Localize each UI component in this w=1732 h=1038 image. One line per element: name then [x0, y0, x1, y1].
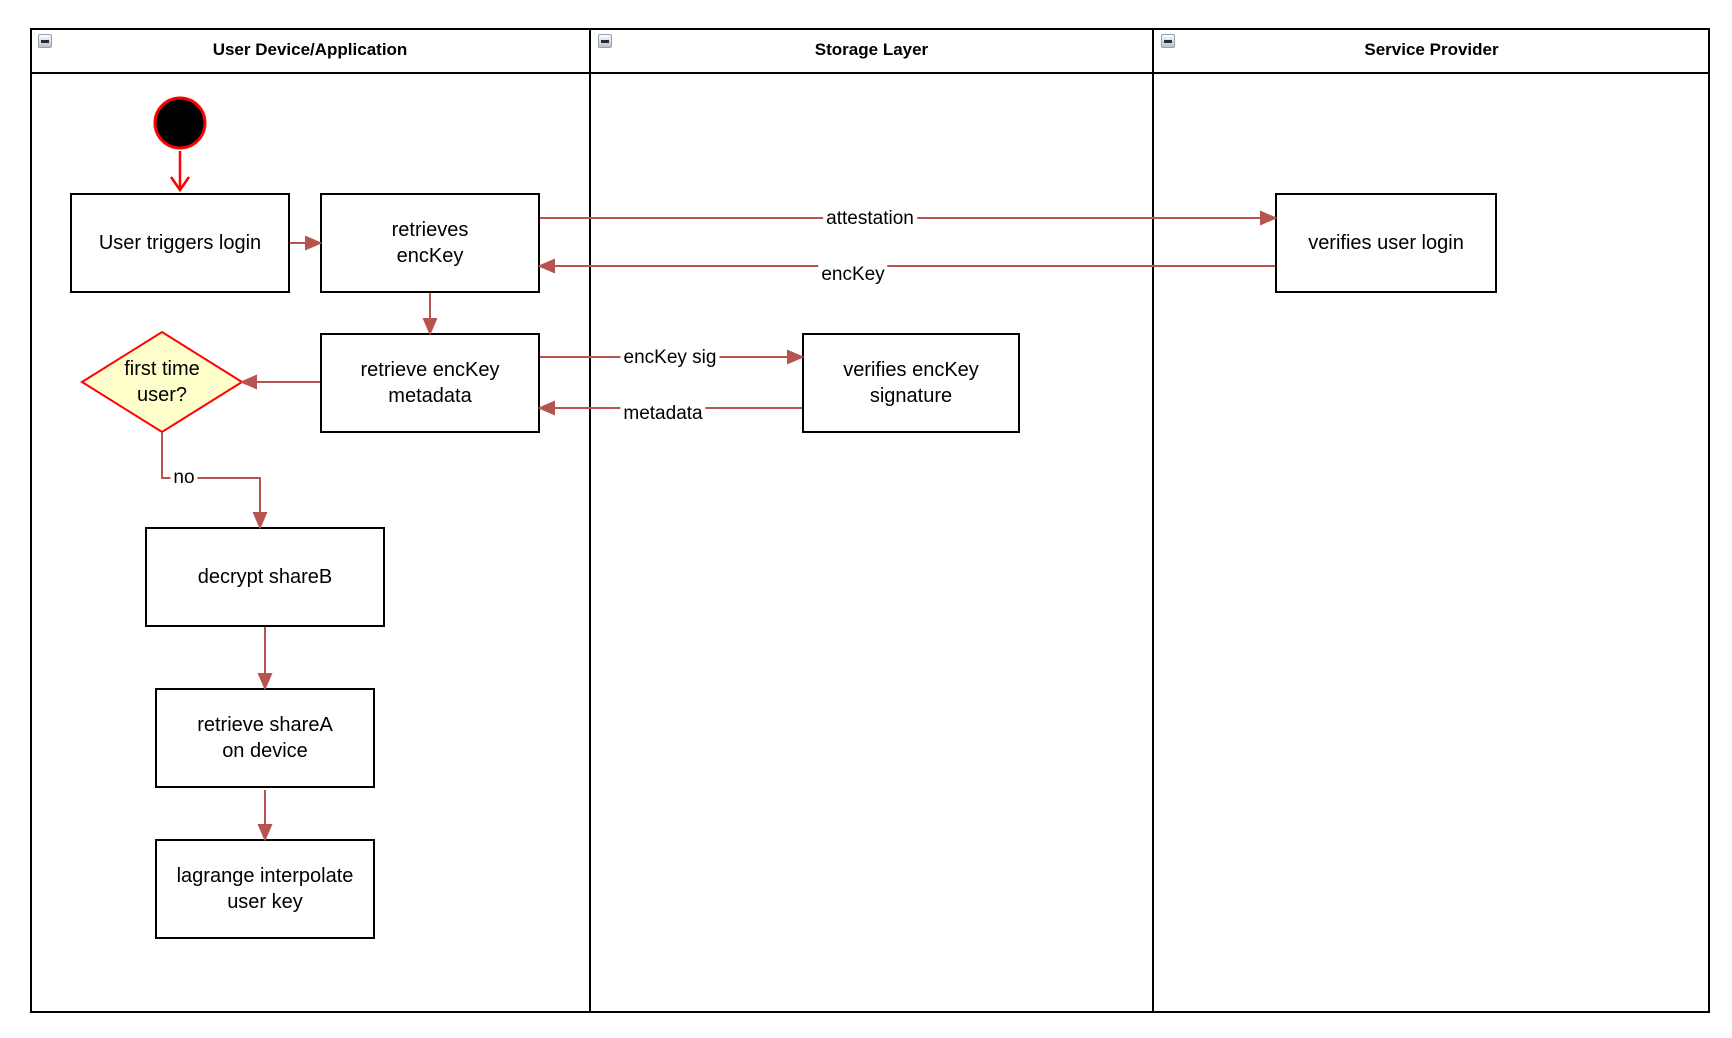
user-triggers-login-node[interactable]: User triggers login: [70, 193, 290, 293]
node-label: retrieve shareA on device: [197, 714, 333, 762]
node-label: retrieve encKey metadata: [360, 359, 500, 407]
node-label: verifies user login: [1308, 232, 1464, 254]
verifies-enckey-signature-node[interactable]: verifies encKey signature: [802, 333, 1020, 433]
verifies-user-login-node[interactable]: verifies user login: [1275, 193, 1497, 293]
minus-icon: [1164, 39, 1172, 43]
lane-title-user-device: User Device/Application: [212, 40, 408, 59]
first-time-user-decision[interactable]: first time user?: [92, 342, 232, 422]
lagrange-interpolate-node[interactable]: lagrange interpolate user key: [155, 839, 375, 939]
edge-label-no: no: [170, 467, 198, 489]
node-label: retrieves encKey: [391, 219, 469, 267]
decrypt-shareb-node[interactable]: decrypt shareB: [145, 527, 385, 627]
node-label: User triggers login: [98, 232, 262, 254]
lane-separator: [589, 28, 591, 1013]
node-label: lagrange interpolate user key: [176, 865, 354, 913]
node-label: verifies encKey signature: [843, 359, 979, 407]
minus-icon: [601, 39, 609, 43]
lane-header-underline: [30, 72, 1710, 74]
edge-label-metadata: metadata: [620, 403, 706, 425]
decision-label-text: first time user?: [124, 358, 200, 406]
collapse-lane-icon[interactable]: [1161, 34, 1175, 48]
lane-title-storage-layer: Storage Layer: [814, 40, 929, 59]
collapse-lane-icon[interactable]: [38, 34, 52, 48]
node-label: decrypt shareB: [197, 566, 333, 588]
edge-label-enckey-sig: encKey sig: [620, 347, 720, 369]
lane-title-service-provider: Service Provider: [1364, 40, 1499, 59]
retrieve-sharea-node[interactable]: retrieve shareA on device: [155, 688, 375, 788]
edge-label-enckey: encKey: [818, 264, 888, 286]
retrieves-enckey-node[interactable]: retrieves encKey: [320, 193, 540, 293]
swimlane-pool: [30, 28, 1710, 1013]
minus-icon: [41, 39, 49, 43]
lane-separator: [1152, 28, 1154, 1013]
retrieve-enckey-metadata-node[interactable]: retrieve encKey metadata: [320, 333, 540, 433]
collapse-lane-icon[interactable]: [598, 34, 612, 48]
edge-label-attestation: attestation: [823, 208, 917, 230]
